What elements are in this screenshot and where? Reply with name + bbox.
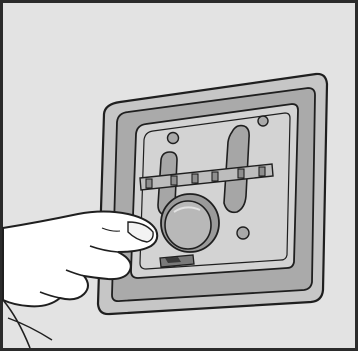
screw-hole-top: [168, 133, 179, 144]
screw-hole-bottom: [237, 227, 249, 239]
wall-plate-icon: [98, 74, 327, 314]
screw-hole-top-right: [258, 116, 268, 126]
